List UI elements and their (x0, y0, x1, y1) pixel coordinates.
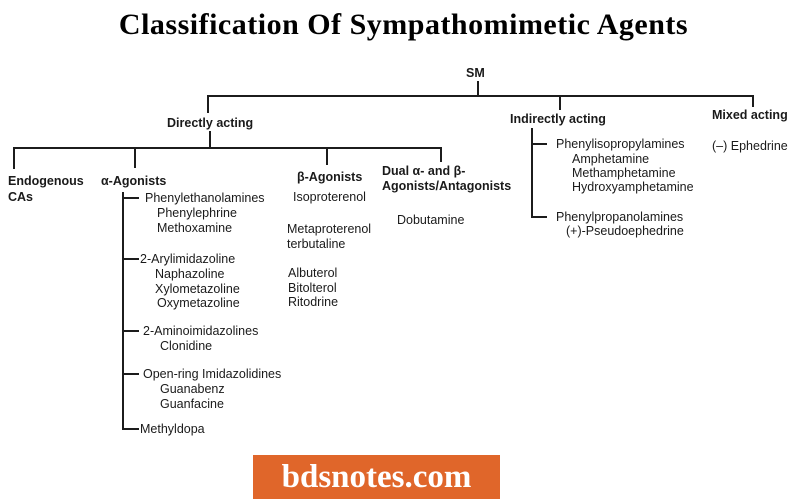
page-title: Classification Of Sympathomimetic Agents (118, 8, 689, 41)
drug-clonidine: Clonidine (160, 339, 213, 353)
drug-guanfacine: Guanfacine (160, 397, 224, 411)
alpha-group-2-aminoimidazolines: 2-Aminoimidazolines (143, 324, 259, 338)
connector-indirect-tick-2 (533, 216, 547, 218)
drug-amphetamine: Amphetamine (572, 152, 650, 166)
connector-alpha-tick-3 (124, 330, 139, 332)
connector-directly-stub (209, 131, 211, 148)
drug-phenylephrine: Phenylephrine (157, 206, 237, 220)
connector-drop-endogenous (13, 147, 15, 169)
connector-drop-mixed (752, 95, 754, 107)
connector-alpha-tick-1 (124, 197, 139, 199)
drug-naphazoline: Naphazoline (155, 267, 225, 281)
drug-xylometazoline: Xylometazoline (155, 282, 240, 296)
connector-alpha-spine (122, 192, 124, 430)
drug-isoproterenol: Isoproterenol (293, 190, 366, 204)
connector-drop-beta (326, 147, 328, 165)
alpha-group-open-ring-imidazolidines: Open-ring Imidazolidines (143, 367, 282, 381)
drug-methamphetamine: Methamphetamine (572, 166, 676, 180)
drug-ritodrine: Ritodrine (288, 295, 339, 309)
watermark-badge: bdsnotes.com (253, 455, 500, 499)
drug-oxymetazoline: Oxymetazoline (157, 296, 240, 310)
connector-alpha-tick-2 (124, 258, 139, 260)
indirect-group-phenylpropanolamines: Phenylpropanolamines (556, 210, 684, 224)
drug-hydroxyamphetamine: Hydroxyamphetamine (572, 180, 694, 194)
connector-drop-alpha (134, 147, 136, 168)
drug-metaproterenol: Metaproterenol (287, 222, 372, 236)
connector-level2-horizontal (13, 147, 442, 149)
node-directly-acting: Directly acting (167, 116, 254, 130)
drug-albuterol: Albuterol (288, 266, 338, 280)
node-dual-agonists-line1: Dual α- and β- (382, 164, 466, 178)
indirect-group-phenylisopropylamines: Phenylisopropylamines (556, 137, 685, 151)
watermark-text: bdsnotes.com (281, 459, 472, 495)
connector-drop-dual (440, 147, 442, 162)
drug-guanabenz: Guanabenz (160, 382, 225, 396)
drug-terbutaline: terbutaline (287, 237, 346, 251)
connector-alpha-tick-4 (124, 373, 139, 375)
connector-sm-stub (477, 81, 479, 95)
node-beta-agonists: β-Agonists (297, 170, 363, 184)
connector-drop-directly (207, 95, 209, 113)
drug-methoxamine: Methoxamine (157, 221, 233, 235)
node-alpha-agonists: α-Agonists (101, 174, 167, 188)
connector-level1-horizontal (207, 95, 754, 97)
node-dual-agonists-line2: Agonists/Antagonists (382, 179, 512, 193)
alpha-group-2-arylimidazoline: 2-Arylimidazoline (140, 252, 236, 266)
connector-alpha-tick-5 (124, 428, 139, 430)
connector-indirect-tick-1 (533, 143, 547, 145)
drug-pseudoephedrine: (+)-Pseudoephedrine (566, 224, 684, 238)
node-indirectly-acting: Indirectly acting (510, 112, 606, 126)
node-endogenous-cas: CAs (8, 190, 34, 204)
alpha-group-phenylethanolamines: Phenylethanolamines (145, 191, 265, 205)
node-endogenous: Endogenous (8, 174, 84, 188)
node-mixed-acting: Mixed acting (712, 108, 788, 122)
connector-indirect-spine (531, 128, 533, 218)
connector-drop-indirectly (559, 95, 561, 110)
drug-dobutamine: Dobutamine (397, 213, 465, 227)
drug-bitolterol: Bitolterol (288, 281, 337, 295)
drug-ephedrine: (–) Ephedrine (712, 139, 788, 153)
node-sm: SM (466, 66, 485, 80)
drug-methyldopa: Methyldopa (140, 422, 205, 436)
